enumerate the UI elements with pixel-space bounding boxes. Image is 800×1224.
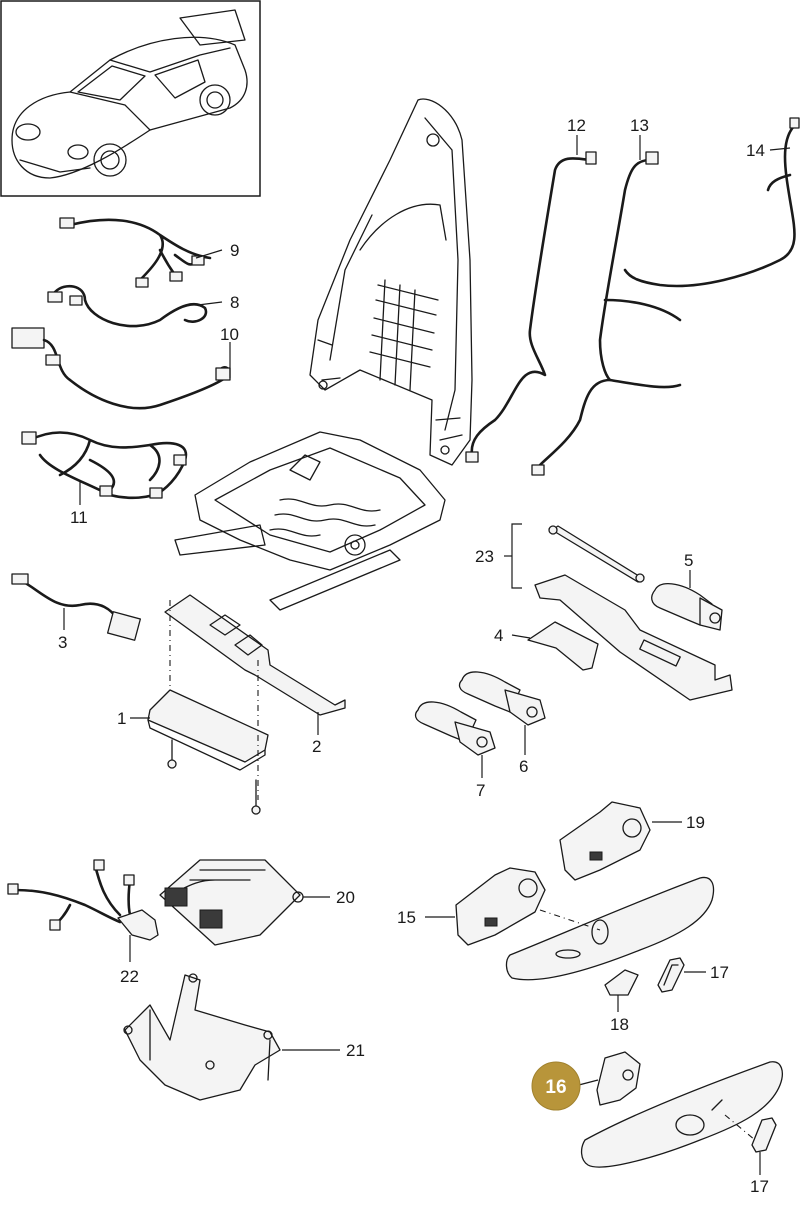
callout-11[interactable]: 11: [70, 508, 88, 527]
trim-piece-17a: [657, 957, 685, 993]
harness-10: [11, 327, 231, 410]
callout-labels: 9 8 10 11 12 13 14 23 5 4 3 1 2 6 7 19 1…: [58, 116, 769, 1196]
lower-trim-panel: [580, 1061, 783, 1168]
rod-23: [548, 525, 645, 583]
callout-2[interactable]: 2: [312, 737, 321, 756]
callout-17b[interactable]: 17: [750, 1177, 769, 1196]
mounting-bracket-21: [123, 973, 281, 1101]
callout-14[interactable]: 14: [746, 141, 765, 160]
rail-bracket-23: [534, 574, 733, 701]
callout-17a[interactable]: 17: [710, 963, 729, 982]
control-unit-1: [147, 600, 269, 815]
callout-8[interactable]: 8: [230, 293, 239, 312]
harness-11: [21, 431, 188, 500]
seat-backrest-frame: [309, 98, 473, 466]
harness-22: [7, 859, 159, 941]
callout-23[interactable]: 23: [475, 547, 494, 566]
bracket-2: [164, 594, 346, 716]
harness-14: [623, 117, 800, 288]
callout-21[interactable]: 21: [346, 1041, 365, 1060]
car-thumbnail: [0, 0, 261, 197]
callout-19[interactable]: 19: [686, 813, 705, 832]
callout-10[interactable]: 10: [220, 325, 239, 344]
harness-9: [59, 217, 212, 288]
callout-4[interactable]: 4: [494, 626, 503, 645]
callout-3[interactable]: 3: [58, 633, 67, 652]
callout-22[interactable]: 22: [120, 967, 139, 986]
harness-12: [465, 151, 597, 463]
callout-7[interactable]: 7: [476, 781, 485, 800]
motor-5: [651, 583, 723, 631]
switch-16: [596, 1051, 641, 1106]
trim-piece-17b: [724, 1114, 777, 1153]
callout-15[interactable]: 15: [397, 908, 416, 927]
highlight-callout-16[interactable]: 16: [531, 1061, 581, 1111]
callout-1[interactable]: 1: [117, 709, 126, 728]
callout-20[interactable]: 20: [336, 888, 355, 907]
motor-7: [414, 701, 496, 756]
callout-6[interactable]: 6: [519, 757, 528, 776]
airbag-module-20: [159, 859, 304, 946]
callout-18[interactable]: 18: [610, 1015, 629, 1034]
switch-19: [559, 801, 651, 881]
harness-8: [47, 284, 208, 328]
switch-15: [455, 867, 546, 946]
callout-5[interactable]: 5: [684, 551, 693, 570]
trim-piece-18: [604, 969, 639, 996]
callout-9[interactable]: 9: [230, 241, 239, 260]
seat-side-trim: [505, 876, 715, 981]
callout-13[interactable]: 13: [630, 116, 649, 135]
cable-3: [11, 573, 142, 641]
seat-base-frame: [174, 431, 446, 611]
highlight-label: 16: [545, 1077, 566, 1098]
callout-12[interactable]: 12: [567, 116, 586, 135]
harness-13: [531, 151, 682, 476]
plate-4: [527, 621, 599, 671]
motor-6: [458, 671, 546, 726]
